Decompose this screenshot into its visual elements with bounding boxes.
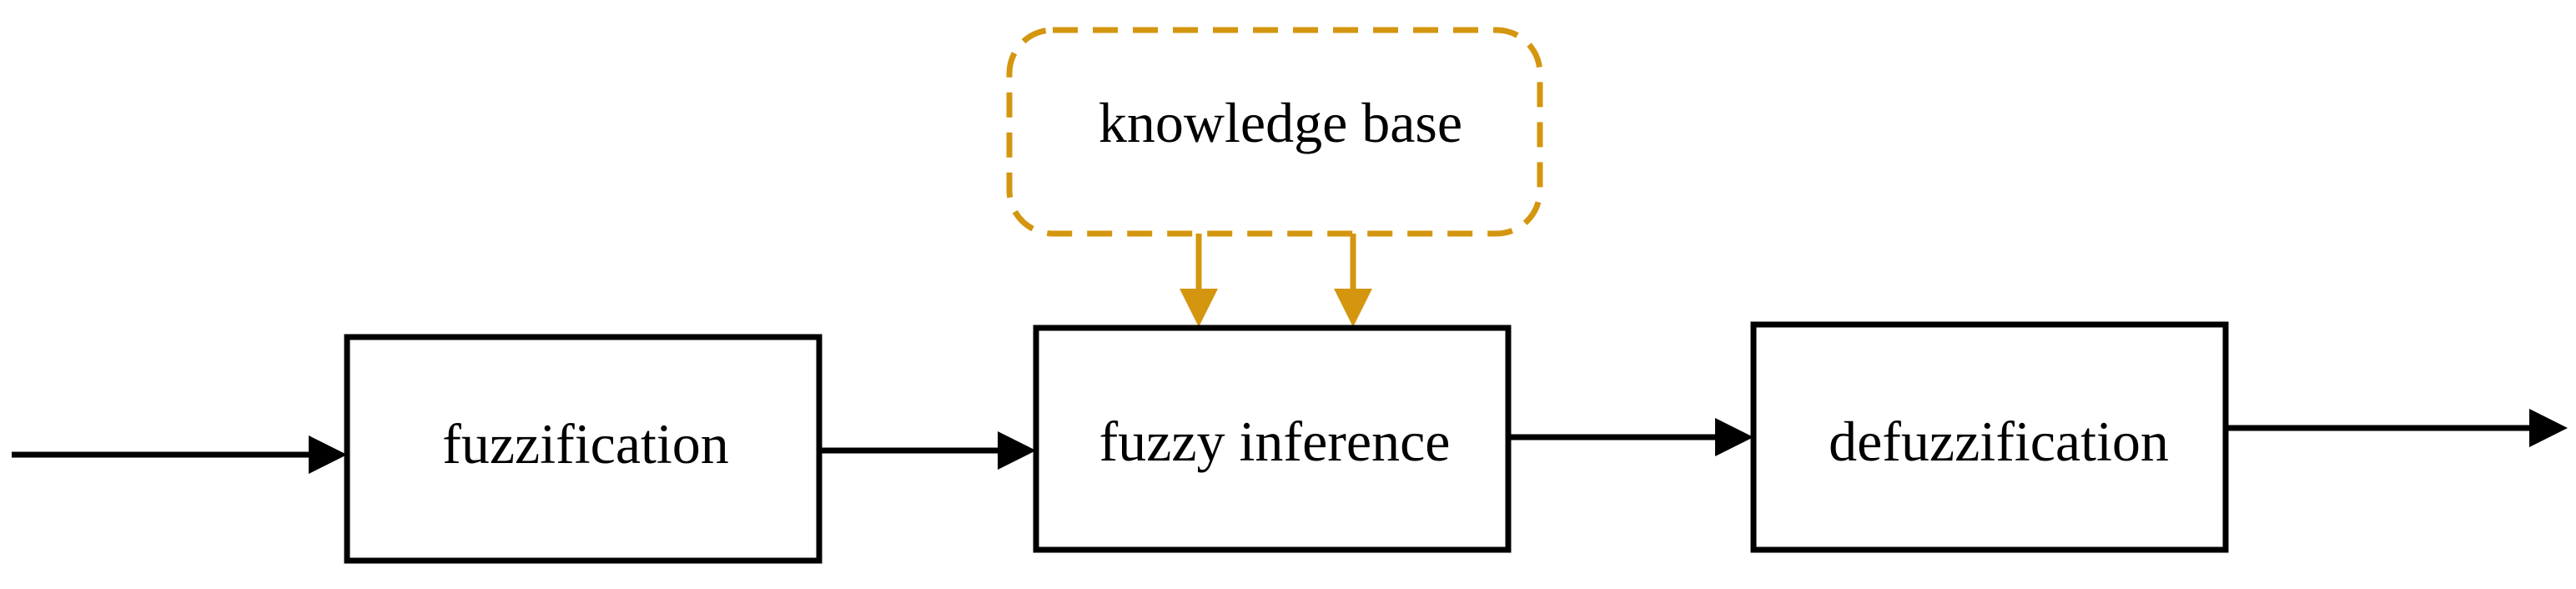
input-arrowhead	[309, 435, 347, 474]
fuzzification-to-inference-arrowhead	[998, 431, 1036, 470]
knowledge-base-arrowhead-right	[1334, 289, 1372, 327]
fuzzy-inference-label: fuzzy inference	[1099, 410, 1451, 473]
knowledge-base-arrows	[1180, 234, 1372, 327]
fuzzification-box	[344, 334, 823, 564]
fuzzy-inference-block: fuzzy inference	[1033, 325, 1512, 553]
knowledge-base-label: knowledge base	[1099, 91, 1462, 154]
defuzzification-block: defuzzification	[1750, 321, 2229, 553]
fuzzification-label: fuzzification	[442, 412, 729, 476]
fuzzy-inference-box	[1033, 325, 1512, 553]
flow-arrows	[12, 409, 2568, 474]
output-arrowhead	[2529, 409, 2568, 447]
defuzzification-label: defuzzification	[1829, 410, 2169, 473]
knowledge-base-box	[1006, 27, 1543, 237]
inference-to-defuzzification-arrowhead	[1715, 418, 1753, 456]
knowledge-base: knowledge base	[1006, 27, 1543, 237]
knowledge-base-arrowhead-left	[1180, 289, 1218, 327]
fuzzification-block: fuzzification	[344, 334, 823, 564]
